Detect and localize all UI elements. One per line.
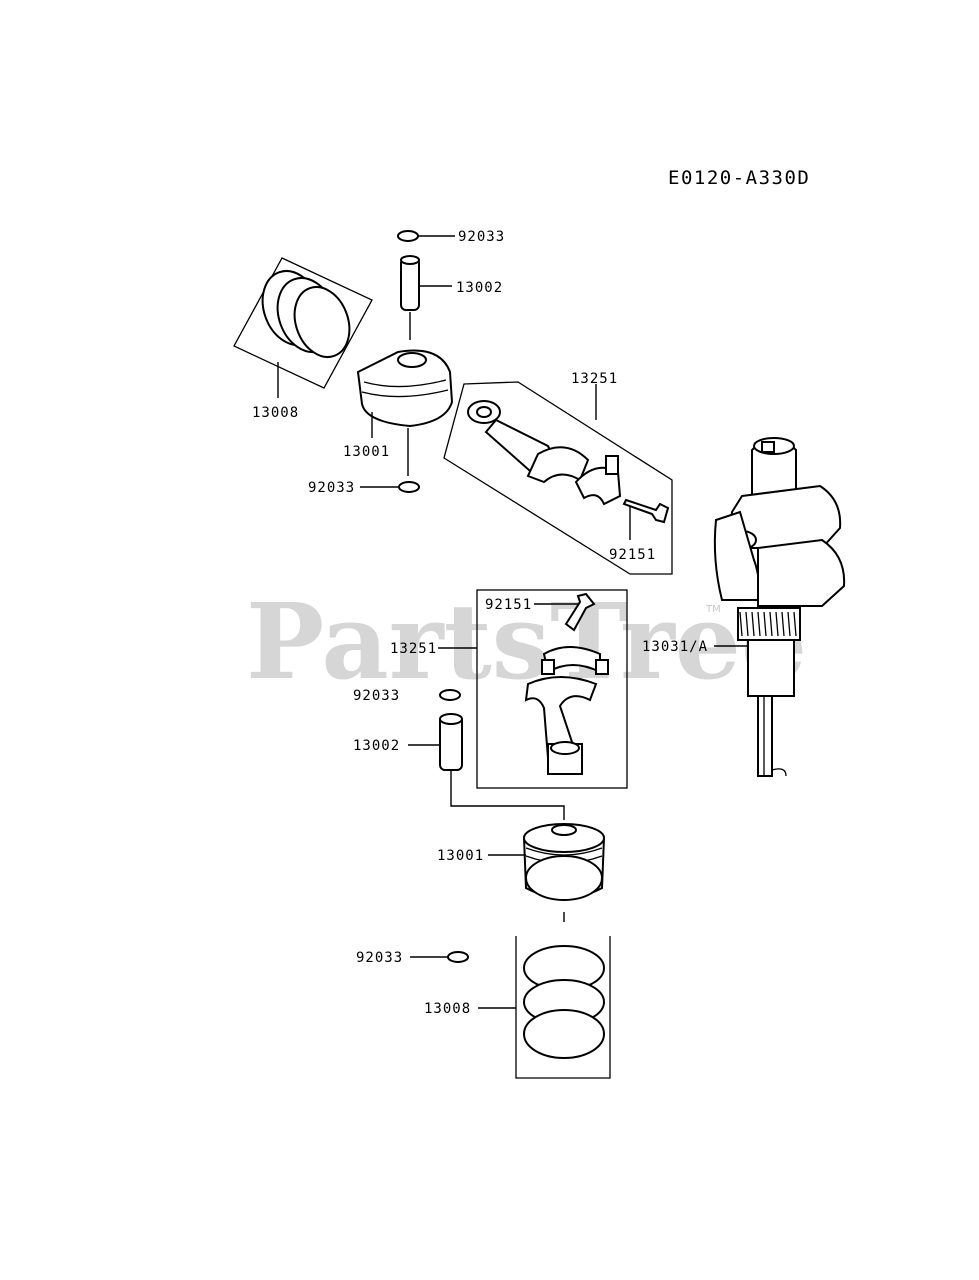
label-con-rod-bottom: 13251 [390,641,437,657]
ring-clip-top-lower[interactable] [360,481,420,493]
label-ring-clip-top: 92033 [458,229,505,245]
label-piston-rings-bottom: 13008 [424,1001,471,1017]
label-piston-rings-top: 13008 [252,405,299,421]
con-rod-bolt-bottom[interactable] [534,592,596,632]
crankshaft[interactable] [713,437,846,777]
piston-rings-bottom[interactable] [478,936,611,1079]
label-crankshaft: 13031/A [642,639,708,655]
ring-clip-bottom-lower[interactable] [410,951,469,963]
con-rod-bolt-top[interactable] [622,498,670,540]
label-con-rod-bolt-bottom: 92151 [485,597,532,613]
piston-bottom[interactable] [488,823,606,922]
piston-top[interactable] [356,349,454,476]
ring-clip-bottom-upper[interactable] [439,689,461,701]
watermark: PartsTree [246,580,807,703]
diagram-code: E0120-A330D [668,167,810,189]
label-ring-clip-top-lower: 92033 [308,480,355,496]
con-rod-top[interactable] [443,381,673,575]
label-piston-pin-top: 13002 [456,280,503,296]
label-con-rod-top: 13251 [571,371,618,387]
label-ring-clip-bottom-upper: 92033 [353,688,400,704]
watermark-tm: TM [705,604,721,615]
ring-clip-top[interactable] [397,230,455,242]
piston-rings-top[interactable] [233,257,373,398]
label-ring-clip-bottom-lower: 92033 [356,950,403,966]
label-piston-pin-bottom: 13002 [353,738,400,754]
piston-pin-bottom[interactable] [408,713,565,820]
piston-pin-top[interactable] [400,255,452,340]
label-con-rod-bolt-top: 92151 [609,547,656,563]
label-piston-bottom: 13001 [437,848,484,864]
label-piston-top: 13001 [343,444,390,460]
con-rod-bottom[interactable] [438,589,628,789]
